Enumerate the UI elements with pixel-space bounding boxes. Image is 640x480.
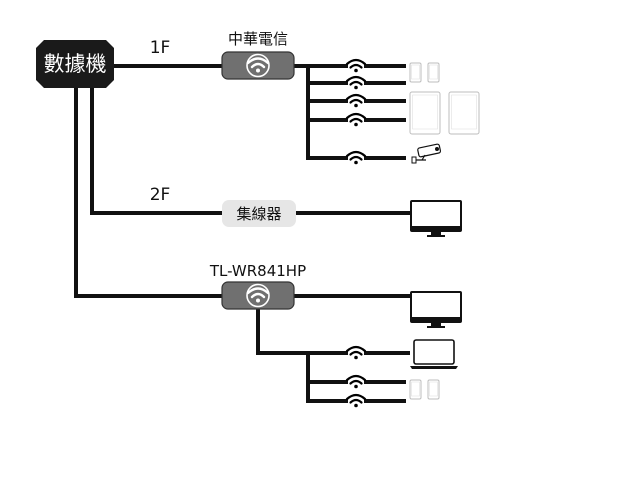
router-1f-wifi-icon bbox=[246, 53, 270, 78]
phone-icon-tl-b bbox=[427, 379, 440, 400]
wifi-icon-1f-1 bbox=[345, 58, 367, 74]
modem-label: 數據機 bbox=[44, 52, 107, 76]
wifi-icon-1f-5 bbox=[345, 150, 367, 166]
phone-icon-1f-b bbox=[427, 62, 440, 83]
router-tl-node: TL-WR841HP bbox=[209, 262, 306, 310]
monitor-icon-2f bbox=[410, 200, 462, 237]
connection-lines bbox=[74, 64, 410, 403]
hub-2f-node: 集線器 bbox=[222, 200, 296, 227]
modem-node: 數據機 bbox=[36, 40, 114, 88]
security-camera-icon bbox=[411, 143, 442, 164]
monitor-icon-tl bbox=[410, 291, 462, 328]
floor-label-2f: 2F bbox=[150, 185, 171, 205]
phone-icon-1f-a bbox=[409, 62, 422, 83]
wifi-icon-tl-1 bbox=[345, 345, 367, 361]
wifi-icon-1f-2 bbox=[345, 75, 367, 91]
hub-2f-box bbox=[222, 200, 296, 227]
wifi-icon-1f-3 bbox=[345, 93, 367, 109]
router-1f-box bbox=[221, 51, 295, 80]
router-tl-wifi-icon bbox=[246, 283, 270, 308]
router-tl-box bbox=[221, 281, 295, 310]
floor-label-1f: 1F bbox=[150, 38, 171, 58]
router-tl-label: TL-WR841HP bbox=[209, 262, 306, 280]
wifi-icon-tl-2 bbox=[345, 374, 367, 390]
wifi-icon-tl-3 bbox=[345, 393, 367, 409]
phone-icon-tl-a bbox=[409, 379, 422, 400]
router-1f-node: 中華電信 bbox=[221, 30, 295, 80]
hub-2f-label: 集線器 bbox=[236, 205, 281, 223]
router-1f-label: 中華電信 bbox=[228, 30, 288, 48]
tablet-icon-1f-a bbox=[409, 91, 441, 135]
modem-box bbox=[36, 40, 114, 88]
laptop-icon-tl bbox=[409, 339, 459, 370]
tablet-icon-1f-b bbox=[448, 91, 480, 135]
wifi-icon-1f-4 bbox=[345, 112, 367, 128]
